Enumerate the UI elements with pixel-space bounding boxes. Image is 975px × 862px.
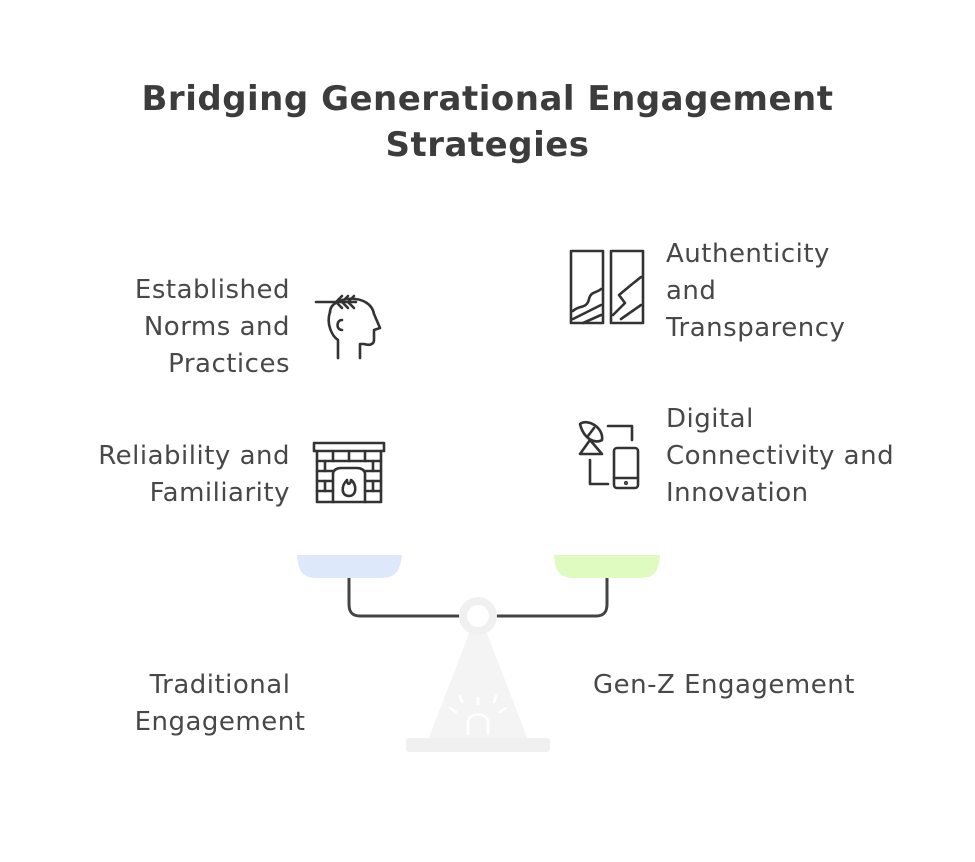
base-bulb-icon (448, 694, 508, 736)
left-item-reliability: Reliability and Familiarity (98, 441, 290, 508)
beam-pivot (459, 597, 497, 635)
mirror-panels-icon (569, 249, 645, 325)
genz-engagement-label: Gen-Z Engagement (593, 670, 855, 700)
base-stand (428, 610, 528, 740)
right-item-digital: Digital Connectivity and Innovation (666, 404, 895, 508)
title-line-2: Strategies (385, 125, 590, 165)
right-item-authenticity: Authenticity and Transparency (666, 239, 846, 343)
left-pan (297, 555, 402, 578)
title-line-1: Bridging Generational Engagement (141, 79, 834, 119)
left-item-established-norms: Established Norms and Practices (134, 275, 290, 379)
head-laurel-icon (314, 294, 382, 360)
base-plate (406, 738, 550, 752)
traditional-engagement-label: Traditional Engagement (134, 670, 306, 737)
satellite-phone-icon (578, 420, 640, 490)
fireplace-icon (312, 441, 386, 504)
right-pan (554, 555, 660, 578)
diagram-title: Bridging Generational Engagement Strateg… (0, 76, 975, 168)
